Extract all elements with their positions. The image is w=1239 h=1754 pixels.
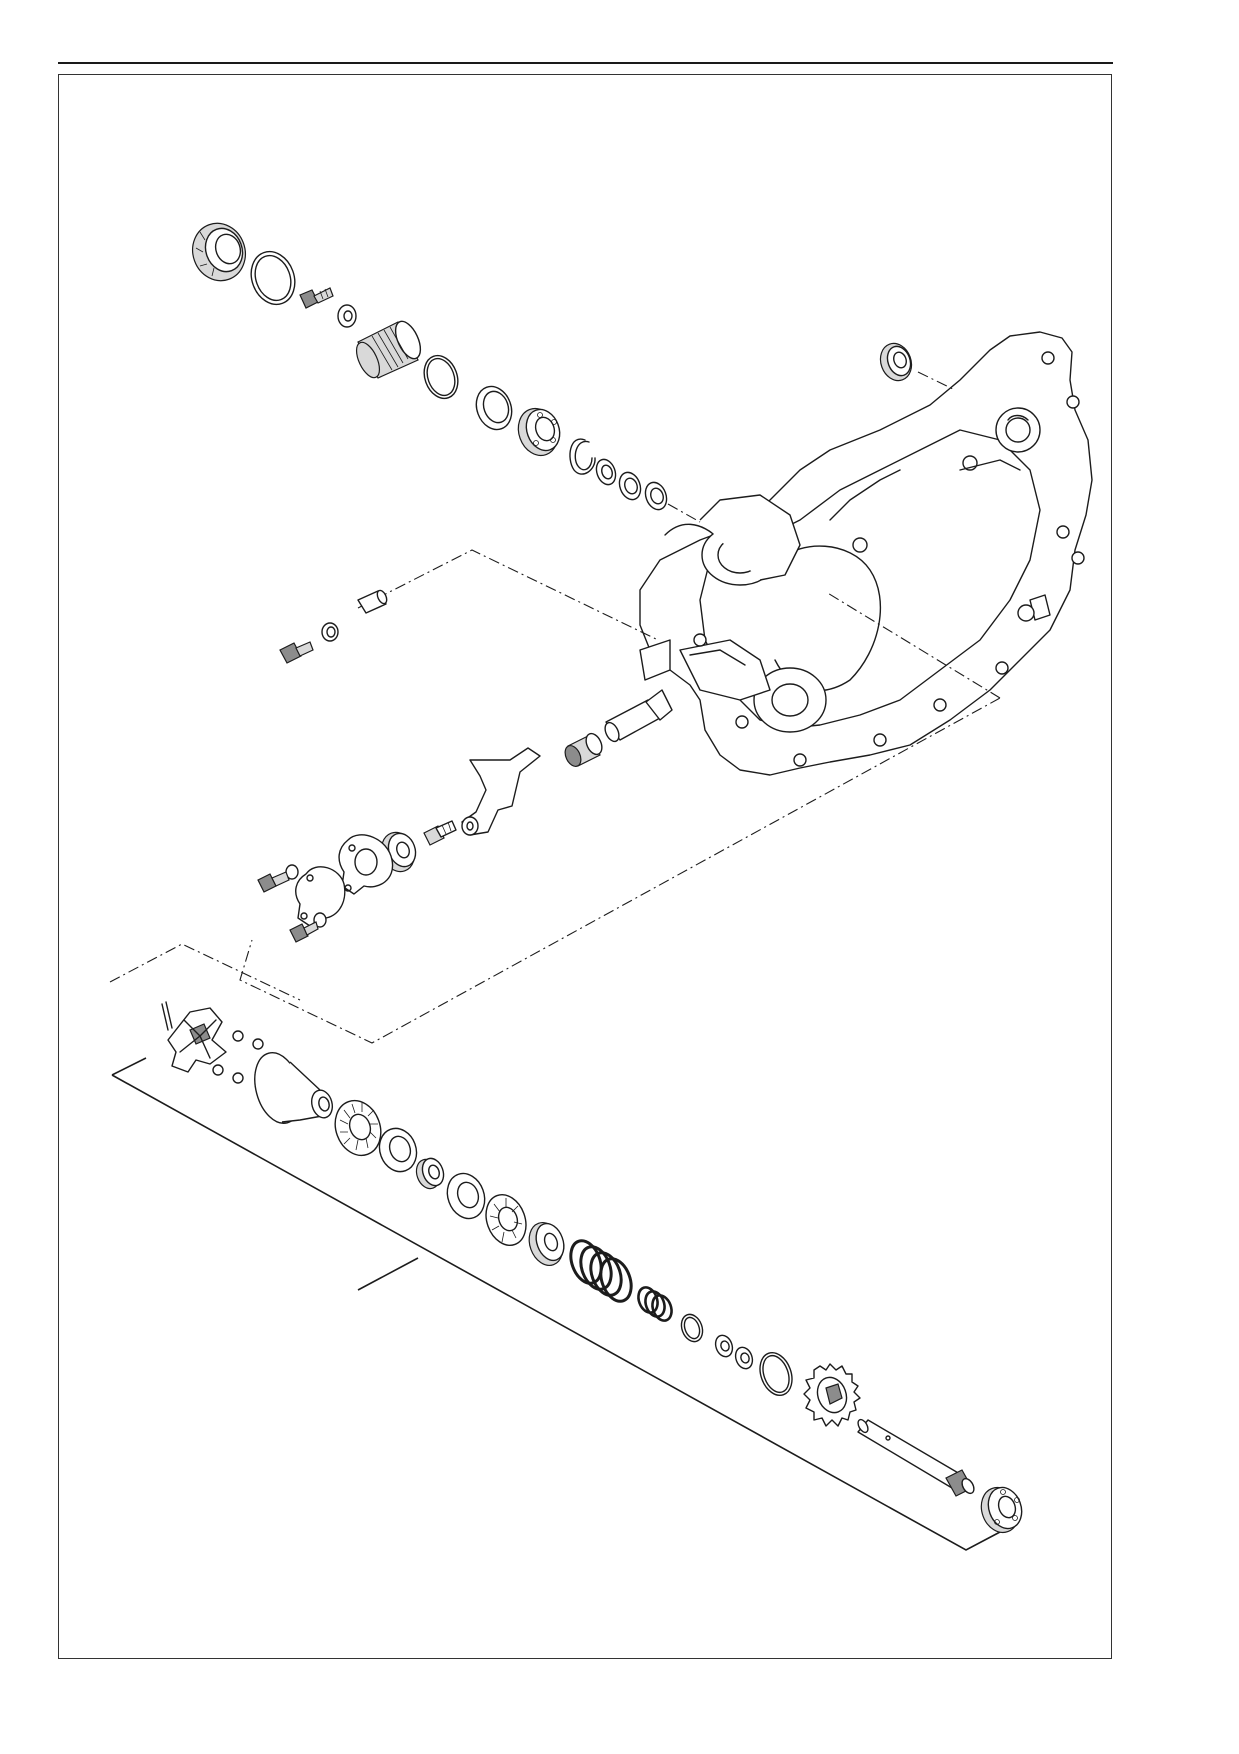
o-ring-large (250, 250, 296, 306)
o-ring-small (423, 354, 459, 400)
seal-washer (528, 1222, 565, 1266)
cover-bolts (257, 871, 319, 943)
bushing (415, 1157, 445, 1190)
thrust-bearing-1 (334, 1099, 382, 1157)
small-spring (637, 1286, 673, 1322)
leader-kickstart (239, 591, 1001, 1044)
header-rule (58, 62, 1113, 64)
spring-pin (161, 1001, 173, 1031)
seal-ring (475, 385, 513, 431)
circlip-lower (759, 1351, 793, 1397)
leader-dowel (357, 549, 659, 641)
lever-arm (461, 747, 541, 836)
cover-plate (295, 866, 346, 927)
washer (337, 304, 357, 328)
return-spring (569, 1239, 633, 1303)
oil-seal (879, 342, 913, 382)
shim-washers (595, 458, 668, 511)
threaded-plug (355, 320, 422, 379)
bearing-lower (980, 1486, 1023, 1534)
kickstart-gear (803, 1363, 861, 1427)
bearing-upper (517, 407, 561, 457)
circlip (569, 438, 596, 475)
stud-bolt (423, 820, 457, 846)
kickstart-gear-hub (254, 1052, 334, 1124)
axis-line-seal (917, 371, 956, 391)
filler-nut (192, 222, 246, 282)
clutch-cover-housing (639, 331, 1093, 776)
washer-2 (446, 1172, 486, 1220)
needle-bearing (564, 732, 603, 767)
shims-lower (714, 1334, 754, 1370)
bolt (299, 287, 334, 309)
shift-shaft (604, 689, 673, 743)
small-balls (212, 1030, 264, 1084)
group-bracket (111, 1057, 1001, 1551)
kickstart-shaft-pin (857, 1418, 975, 1497)
impeller-star (167, 1007, 227, 1073)
axis-line-cap (667, 503, 701, 523)
gasket (338, 834, 394, 895)
ring (680, 1313, 704, 1343)
flange-bolt (279, 641, 314, 664)
thrust-bearing-2 (485, 1194, 527, 1246)
leader-lower-left (109, 943, 301, 1001)
diagram-frame (58, 74, 1112, 1659)
dowel-pin (357, 589, 388, 614)
washer-1 (378, 1127, 418, 1173)
washer-small (321, 622, 339, 642)
